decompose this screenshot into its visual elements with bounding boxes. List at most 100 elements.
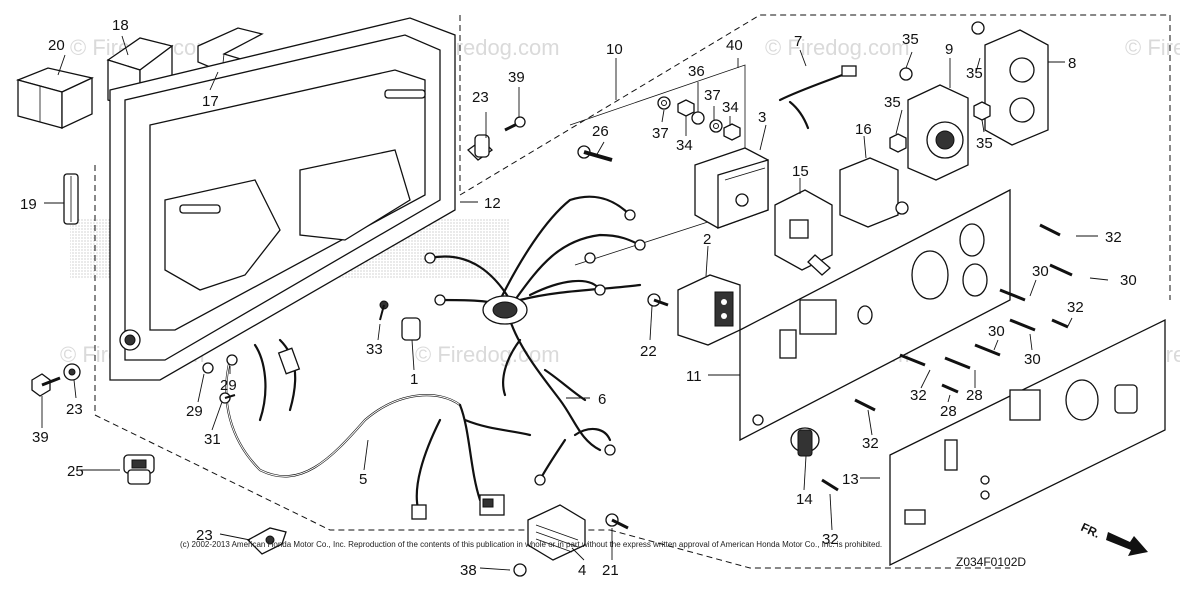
callout-32: 32	[862, 435, 879, 452]
callout-17: 17	[202, 93, 219, 110]
callout-10: 10	[606, 41, 623, 58]
callout-32: 32	[822, 531, 839, 548]
callout-38: 38	[460, 562, 477, 579]
callout-28: 28	[940, 403, 957, 420]
callout-22: 22	[640, 343, 657, 360]
callout-36: 36	[688, 63, 705, 80]
callout-2: 2	[703, 231, 711, 248]
part-20-foam-block	[15, 67, 94, 130]
callout-23: 23	[66, 401, 83, 418]
copyright-notice: (c) 2002-2013 American Honda Motor Co., …	[180, 540, 882, 549]
arrow-icon	[1106, 532, 1148, 556]
part-14-knob	[790, 427, 820, 457]
callout-11: 11	[686, 368, 702, 385]
part-11-control-panel	[739, 188, 1011, 442]
part-19-rubber-strip	[63, 173, 79, 225]
part-22-screw	[647, 293, 669, 307]
part-13-rear-panel	[889, 318, 1166, 567]
callout-15: 15	[792, 163, 809, 180]
front-direction-arrow: FR.	[1079, 520, 1148, 556]
part-8-duplex-receptacle	[971, 21, 1049, 146]
part-16-breaker	[839, 157, 909, 228]
part-31-screw	[219, 392, 236, 404]
part-15-breaker	[774, 189, 833, 276]
callout-18: 18	[112, 17, 129, 34]
callout-12: 12	[484, 195, 501, 212]
part-9-receptacle	[899, 67, 969, 181]
callout-35: 35	[976, 135, 993, 152]
part-39-bolt-left	[31, 373, 61, 397]
part-36-37-34-hardware	[657, 96, 741, 141]
callout-28: 28	[966, 387, 983, 404]
callout-29: 29	[186, 403, 203, 420]
callout-34: 34	[722, 99, 739, 116]
callout-29: 29	[220, 377, 237, 394]
callout-21: 21	[602, 562, 619, 579]
watermark-text: © Firedog.com	[415, 342, 560, 367]
part-3-switch	[694, 147, 769, 229]
part-23-grommet-top	[466, 134, 494, 161]
callout-8: 8	[1068, 55, 1076, 72]
callout-40: 40	[726, 37, 743, 54]
part-2-outlet	[677, 274, 741, 346]
part-23-grommet-left	[63, 363, 81, 381]
callout-14: 14	[796, 491, 813, 508]
part-25-clamp	[246, 527, 287, 555]
callout-25: 23	[196, 527, 213, 544]
callout-4: 4	[578, 562, 586, 579]
callout-39: 39	[32, 429, 49, 446]
callout-32: 32	[910, 387, 927, 404]
part-39-bolt-top	[504, 116, 526, 132]
callout-37: 37	[652, 125, 669, 142]
leader-lines	[41, 35, 1109, 571]
callout-31: 31	[204, 431, 221, 448]
watermark-text: © Firedog.com	[1125, 35, 1180, 60]
callout-5: 5	[359, 471, 367, 488]
callout-3: 3	[758, 109, 766, 126]
callout-30: 30	[1120, 272, 1137, 289]
callout-35: 35	[966, 65, 983, 82]
callout-33: 33	[366, 341, 383, 358]
callout-26: 25	[67, 463, 84, 480]
part-12-front-frame	[109, 17, 456, 381]
part-21-bolt	[605, 513, 629, 530]
callout-9: 9	[945, 41, 953, 58]
part-33-clip	[379, 300, 421, 341]
part-4-regulator	[527, 504, 586, 561]
callout-20: 20	[48, 37, 65, 54]
callout-32: 32	[1105, 229, 1122, 246]
callout-30: 30	[988, 323, 1005, 340]
callout-labels: 20 18 17 19 12 23 39 10 40 26 37 34 36 3…	[20, 17, 1137, 579]
callout-34: 34	[676, 137, 693, 154]
callout-35: 35	[884, 94, 901, 111]
callout-27: 26	[592, 123, 609, 140]
callout-1: 1	[410, 371, 418, 388]
panel-screws	[821, 223, 1073, 492]
callout-7: 7	[794, 33, 802, 50]
part-26-boot	[123, 454, 155, 485]
part-7-ground-wire	[778, 65, 857, 130]
callout-30: 30	[1024, 351, 1041, 368]
part-38-screw	[513, 563, 527, 577]
callout-13: 13	[842, 471, 859, 488]
callout-30: 30	[1032, 263, 1049, 280]
part-35-nuts	[889, 101, 991, 153]
diagram-code: Z034F0102D	[956, 555, 1026, 569]
callout-37: 37	[704, 87, 721, 104]
watermark-text: © Firedog.com	[765, 35, 910, 60]
callout-6: 6	[598, 391, 606, 408]
direction-label: FR.	[1079, 520, 1102, 541]
harness-grommet	[482, 295, 528, 325]
part-29-screw	[202, 354, 238, 374]
callout-19: 19	[20, 196, 37, 213]
assembly-outlines	[94, 14, 1171, 569]
part-27-bolt	[577, 145, 613, 162]
callout-39: 39	[508, 69, 525, 86]
callout-23: 23	[472, 89, 489, 106]
part-5-wire-harness	[225, 338, 532, 520]
part-6-main-harness	[502, 318, 616, 486]
callout-32: 32	[1067, 299, 1084, 316]
callout-16: 16	[855, 121, 872, 138]
